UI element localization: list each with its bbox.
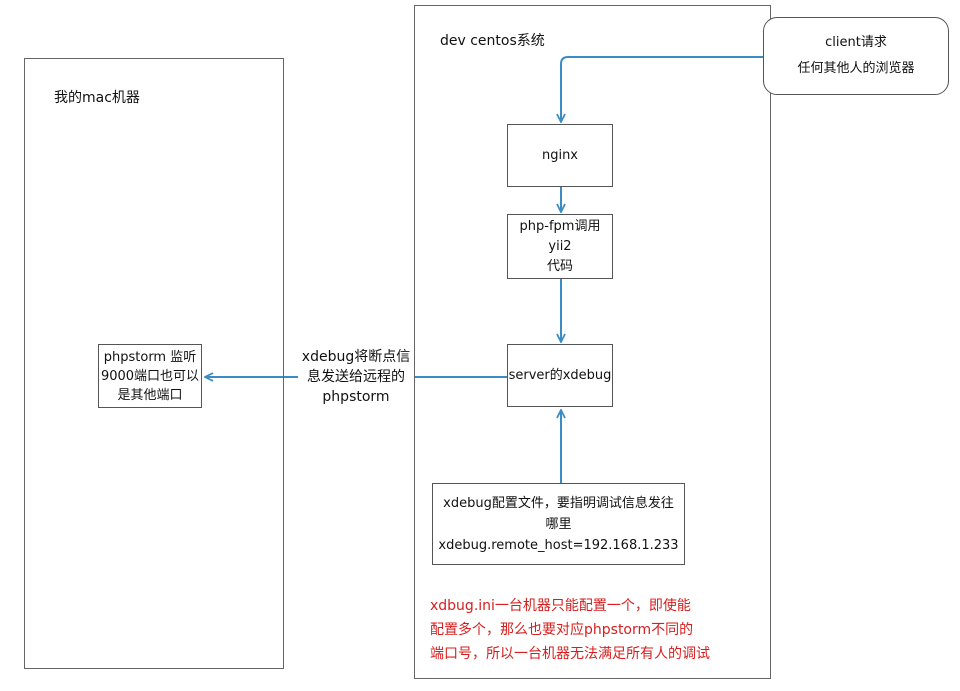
server-xdebug-node: server的xdebug [507, 344, 613, 407]
client-request-box: client请求 任何其他人的浏览器 [763, 17, 949, 95]
php-fpm-label-line1: php-fpm调用yii2 [519, 218, 601, 254]
nginx-label: nginx [541, 147, 579, 163]
note-line3: 端口号，所以一台机器无法满足所有人的调试 [430, 646, 710, 662]
dev-centos-title: dev centos系统 [440, 33, 545, 49]
xdebug-config-node: xdebug配置文件，要指明调试信息发往 哪里 xdebug.remote_ho… [432, 483, 685, 565]
config-label-line3: xdebug.remote_host=192.168.1.233 [438, 537, 679, 553]
configuration-note: xdbug.ini一台机器只能配置一个，即使能 配置多个，那么也要对应phpst… [430, 594, 765, 666]
xdebug-send-edge-label: xdebug将断点信 息发送给远程的 phpstorm [298, 347, 414, 407]
dev-centos-panel [414, 5, 771, 679]
nginx-node: nginx [507, 124, 613, 187]
phpstorm-label-line3: 是其他端口 [117, 387, 183, 403]
phpstorm-label-line2: 9000端口也可以 [100, 368, 200, 384]
server-xdebug-label: server的xdebug [508, 367, 612, 383]
edge-label-line2: 息发送给远程的 [307, 369, 405, 385]
php-fpm-node: php-fpm调用yii2 代码 [507, 214, 613, 279]
arrow-client-to-nginx [561, 56, 763, 121]
client-label: client请求 [825, 35, 887, 50]
edge-label-line3: phpstorm [322, 389, 390, 405]
note-line1: xdbug.ini一台机器只能配置一个，即使能 [430, 598, 691, 614]
edge-label-line1: xdebug将断点信 [301, 349, 411, 365]
note-line2: 配置多个，那么也要对应phpstorm不同的 [430, 622, 694, 638]
mac-machine-panel [24, 58, 284, 669]
phpstorm-label-line1: phpstorm 监听 [103, 349, 197, 365]
config-label-line2: 哪里 [545, 516, 572, 532]
mac-machine-title: 我的mac机器 [54, 90, 140, 106]
phpstorm-node: phpstorm 监听 9000端口也可以 是其他端口 [98, 344, 202, 408]
client-sublabel: 任何其他人的浏览器 [797, 61, 915, 76]
php-fpm-label-line2: 代码 [546, 258, 573, 274]
config-label-line1: xdebug配置文件，要指明调试信息发往 [443, 495, 674, 511]
